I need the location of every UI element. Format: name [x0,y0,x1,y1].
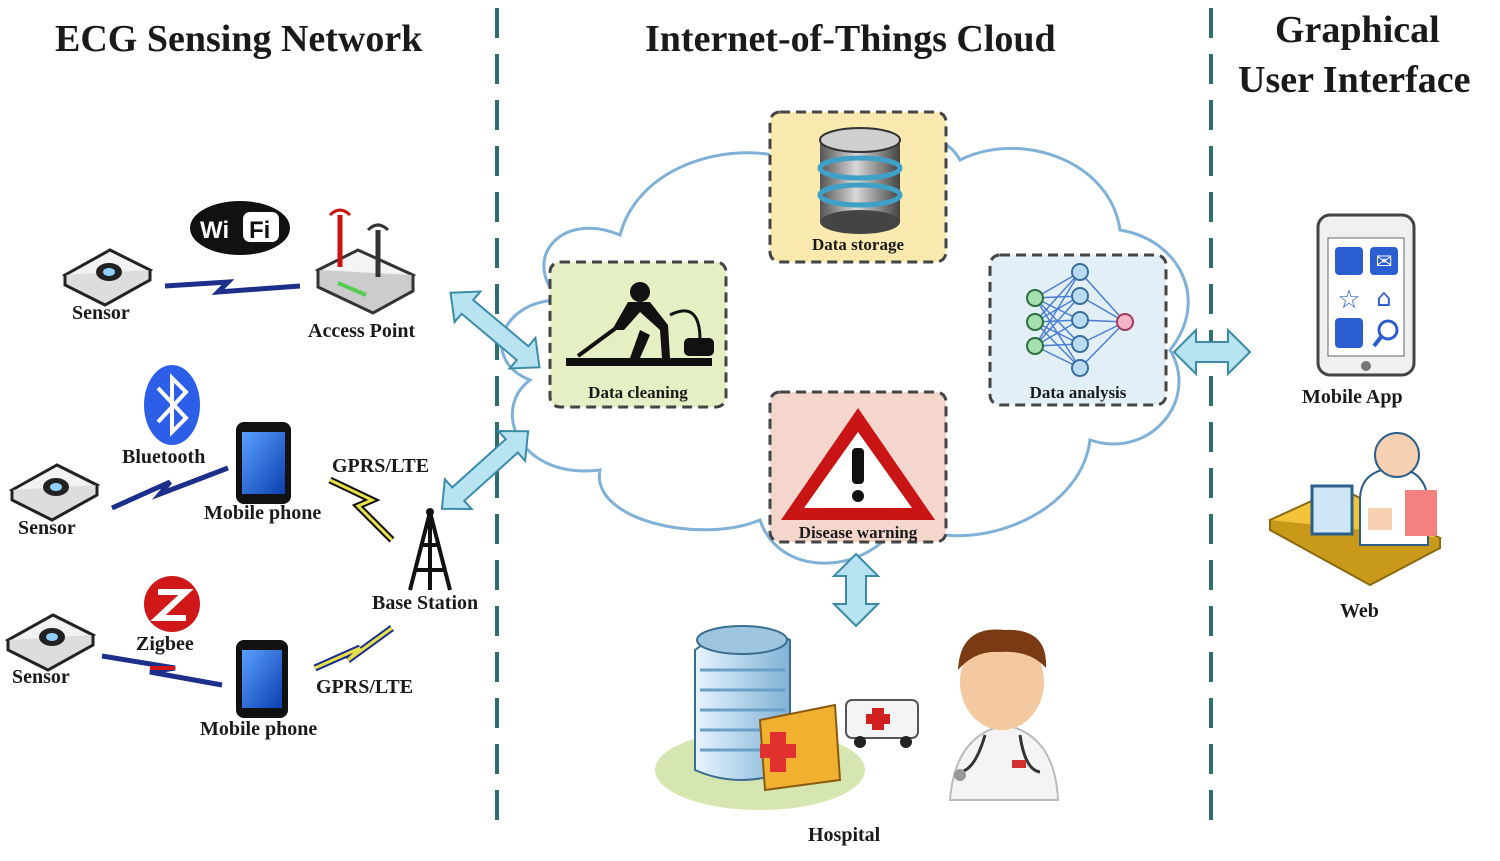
neural-network-nodes [1026,263,1134,377]
hospital-icon [655,625,919,810]
doctor-icon [948,629,1060,801]
data-analysis-label: Data analysis [1030,383,1127,402]
gprs-link-bolt-1-inner [329,478,394,542]
mobile-phone-icon [236,640,288,718]
svg-text:Wi: Wi [200,217,229,244]
access-point-label: Access Point [308,320,416,342]
bluetooth-label: Bluetooth [122,446,206,468]
wifi-link-bolt [164,279,301,295]
base-station-label: Base Station [372,592,479,614]
gprs-lte-label-1: GPRS/LTE [332,455,430,477]
arrow-basestation-cloud [440,430,530,510]
data-cleaning-module: Data cleaning [548,260,728,409]
vacuum-cleaner-person-icon [566,282,714,366]
sensor-label-3: Sensor [12,666,70,688]
database-icon [817,127,903,234]
zigbee-icon [144,576,200,632]
mobile-phone-icon [236,422,291,504]
data-analysis-module: Data analysis [988,253,1168,407]
web-label: Web [1340,600,1379,622]
data-storage-module: Data storage [768,110,948,264]
section-title-gui-line2: User Interface [1238,59,1471,101]
sensor-label-2: Sensor [18,517,76,539]
svg-text:Fi: Fi [249,217,270,244]
gprs-link-bolt-2-inner [314,626,393,670]
arrow-cloud-gui [1172,327,1252,377]
mobile-phone-label-1: Mobile phone [204,502,322,524]
mobile-app-label: Mobile App [1302,386,1403,408]
wifi-logo-icon: Wi Fi [190,201,290,255]
bluetooth-link-bolt [110,465,229,511]
mobile-phone-label-2: Mobile phone [200,718,318,740]
zigbee-link-bolt [101,653,223,688]
web-user-computer-icon [1267,432,1443,587]
section-title-ecg-network: ECG Sensing Network [55,18,423,60]
data-cleaning-label: Data cleaning [588,383,688,402]
sensor-icon [8,463,101,522]
data-storage-label: Data storage [812,235,905,254]
zigbee-label: Zigbee [136,633,194,655]
arrow-accesspoint-cloud [449,290,541,370]
base-station-tower-icon [408,508,452,591]
sensor-icon [61,248,154,307]
disease-warning-label: Disease warning [799,523,918,542]
svg-text:⌂: ⌂ [1376,284,1391,312]
bluetooth-icon [144,365,200,445]
svg-text:✉: ✉ [1376,249,1393,273]
access-point-icon [314,208,417,315]
gprs-lte-label-2: GPRS/LTE [316,676,414,698]
sensor-label-1: Sensor [72,302,130,324]
svg-text:☆: ☆ [1337,285,1360,315]
disease-warning-module: Disease warning [768,390,948,544]
sensor-icon [4,613,97,672]
ambulance-icon [845,699,919,748]
section-title-gui-line1: Graphical [1275,9,1440,51]
warning-triangle-icon [781,408,935,520]
arrow-cloud-hospital [831,552,881,628]
section-title-iot-cloud: Internet-of-Things Cloud [645,18,1056,60]
mobile-app-phone-icon: ✉ ☆ ⌂ [1316,213,1416,377]
hospital-label: Hospital [808,824,881,846]
